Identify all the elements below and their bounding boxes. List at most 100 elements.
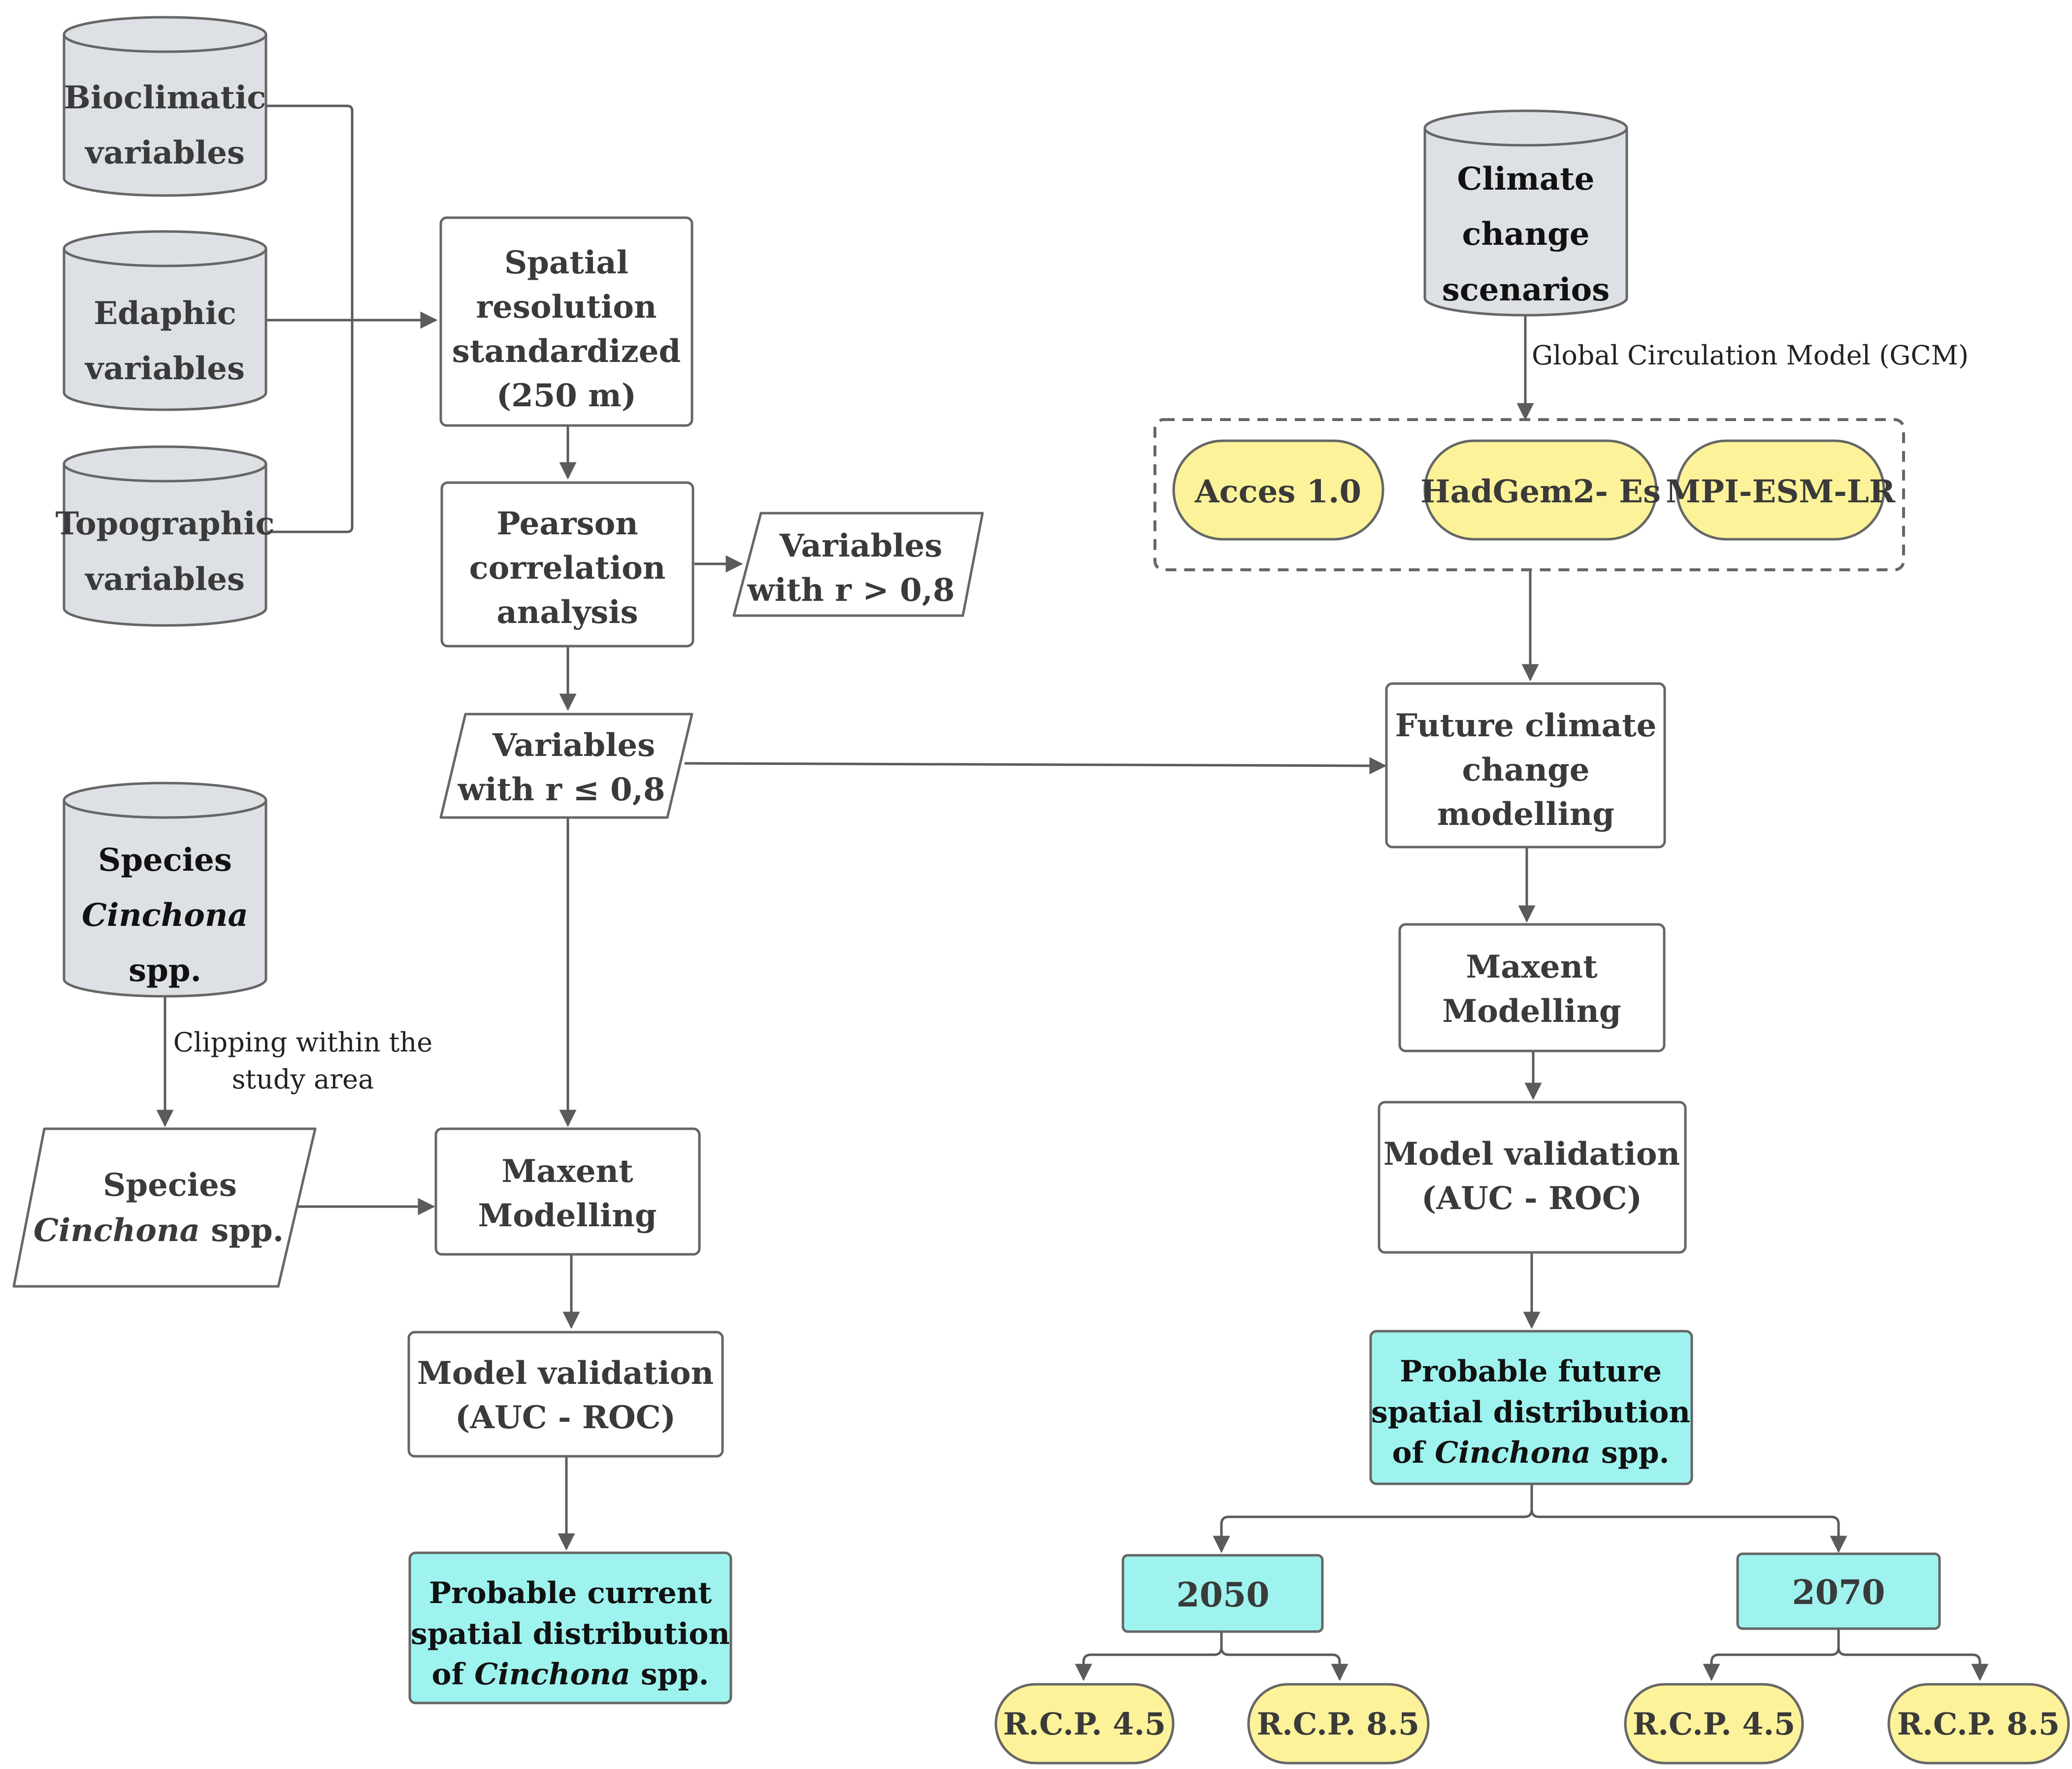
- gcm-label: Global Circulation Model (GCM): [1532, 340, 1969, 371]
- year-2050-label: 2050: [1176, 1575, 1269, 1615]
- bioclimatic-label-1: Bioclimatic: [64, 79, 266, 116]
- climate-line-1: Climate: [1457, 161, 1594, 197]
- pearson-line-3: analysis: [496, 594, 638, 631]
- current-dist-line-2: spatial distribution: [411, 1617, 730, 1651]
- edaphic-database: Edaphic variables: [63, 230, 267, 411]
- future-dist-line-1: Probable future: [1400, 1354, 1662, 1389]
- current-dist-prefix: of: [431, 1657, 474, 1692]
- species-input-line-2: Cinchona spp.: [33, 1212, 284, 1249]
- gcm-pill-mpi: [1676, 439, 1885, 541]
- year-2070-label: 2070: [1792, 1573, 1885, 1612]
- climate-line-3: scenarios: [1442, 271, 1610, 308]
- vars-gt-line-2: with r > 0,8: [747, 572, 954, 609]
- species-input-line-1: Species: [103, 1167, 237, 1204]
- future-dist-genus: Cinchona: [1435, 1436, 1591, 1470]
- clipping-label-1: Clipping within the: [173, 1027, 432, 1058]
- validation-right-box: Model validation (AUC - ROC): [1378, 1101, 1687, 1254]
- future-dist-line-3: of Cinchona spp.: [1392, 1436, 1669, 1470]
- current-distribution-result: Probable current spatial distribution of…: [408, 1551, 732, 1704]
- maxent-right-line-2: Modelling: [1442, 993, 1621, 1030]
- vars-gt-line-1: Variables: [779, 527, 943, 564]
- rcp-2050-45-label: R.C.P. 4.5: [1003, 1706, 1166, 1742]
- rcp-2050-45-pill: [994, 1683, 1175, 1765]
- branch-2050-rcp85: [1220, 1647, 1348, 1681]
- future-modelling-line-1: Future climate: [1395, 707, 1657, 744]
- validation-left-box: Model validation (AUC - ROC): [407, 1331, 724, 1458]
- climate-line-2: change: [1462, 216, 1590, 253]
- branch-to-2050: [1213, 1485, 1533, 1553]
- edaphic-label-2: variables: [84, 350, 245, 387]
- species-input-suffix: spp.: [200, 1212, 284, 1249]
- pearson-box: Pearson correlation analysis: [440, 481, 694, 648]
- maxent-left-line-1: Maxent: [501, 1153, 633, 1190]
- spatial-resolution-line-4: (250 m): [496, 377, 636, 414]
- future-distribution-result: Probable future spatial distribution of …: [1369, 1330, 1693, 1485]
- branch-2070-rcp85: [1837, 1647, 1989, 1681]
- future-dist-suffix: spp.: [1591, 1436, 1669, 1470]
- gcm-group: Acces 1.0 HadGem2- Es MPI-ESM-LR: [1153, 418, 1905, 571]
- rcp-scenarios: R.C.P. 4.5 R.C.P. 8.5 R.C.P. 4.5 R.C.P. …: [994, 1683, 2070, 1765]
- connectors: [156, 104, 1989, 1681]
- topographic-label-1: Topographic: [56, 505, 275, 542]
- species-db-line-3: spp.: [129, 952, 201, 989]
- gcm-hadgem-label: HadGem2- Es: [1420, 473, 1661, 510]
- gcm-mpi-label: MPI-ESM-LR: [1666, 473, 1896, 510]
- year-2070-box: 2070: [1736, 1552, 1941, 1630]
- rcp-2050-85-label: R.C.P. 8.5: [1257, 1706, 1419, 1742]
- maxent-left-line-2: Modelling: [478, 1197, 657, 1234]
- future-dist-line-2: spatial distribution: [1371, 1395, 1690, 1430]
- bioclimatic-label-2: variables: [84, 134, 245, 171]
- validation-left-line-1: Model validation: [417, 1355, 714, 1392]
- gcm-pill-hadgem: [1423, 439, 1658, 541]
- year-2050-box: 2050: [1121, 1554, 1324, 1633]
- spatial-resolution-box: Spatial resolution standardized (250 m): [439, 216, 693, 427]
- clipping-label-2: study area: [232, 1064, 374, 1095]
- validation-right-line-2: (AUC - ROC): [1421, 1180, 1642, 1217]
- gcm-acces-label: Acces 1.0: [1194, 473, 1361, 510]
- species-database: Species Cinchona spp.: [63, 782, 267, 998]
- rcp-2050-85-pill: [1247, 1683, 1430, 1765]
- vars-le-line-2: with r ≤ 0,8: [457, 771, 665, 808]
- spatial-resolution-line-2: resolution: [476, 289, 657, 326]
- future-modelling-line-3: modelling: [1437, 796, 1614, 833]
- rcp-2070-45-pill: [1624, 1683, 1804, 1765]
- validation-right-line-1: Model validation: [1383, 1136, 1680, 1173]
- pearson-line-2: correlation: [469, 550, 666, 587]
- climate-scenarios-database: Climate change scenarios: [1423, 109, 1628, 317]
- rcp-2070-85-pill: [1887, 1683, 2070, 1765]
- branch-2070-rcp45: [1703, 1628, 1840, 1681]
- edaphic-label-1: Edaphic: [94, 295, 236, 332]
- topographic-label-2: variables: [84, 561, 245, 598]
- future-modelling-box: Future climate change modelling: [1385, 682, 1666, 849]
- species-input-data: Species Cinchona spp.: [12, 1127, 317, 1288]
- gcm-pill-acces: [1172, 439, 1384, 541]
- vars-le-line-1: Variables: [492, 727, 656, 764]
- gcm-group-border: [1153, 418, 1905, 571]
- spatial-resolution-line-1: Spatial: [504, 244, 628, 281]
- species-db-line-1: Species: [98, 842, 232, 879]
- maxent-right-box: Maxent Modelling: [1398, 923, 1666, 1052]
- spatial-resolution-line-3: standardized: [452, 333, 681, 370]
- current-dist-suffix: spp.: [630, 1657, 709, 1692]
- vars-le-data: Variables with r ≤ 0,8: [439, 713, 693, 819]
- arrow-to-future-modelling: [684, 757, 1387, 775]
- validation-left-line-2: (AUC - ROC): [455, 1399, 676, 1436]
- topographic-database: Topographic variables: [56, 445, 275, 627]
- future-dist-prefix: of: [1392, 1436, 1435, 1470]
- species-input-genus: Cinchona: [33, 1212, 200, 1249]
- maxent-left-box: Maxent Modelling: [434, 1127, 701, 1256]
- species-db-line-2: Cinchona: [82, 897, 248, 934]
- current-dist-line-3: of Cinchona spp.: [431, 1657, 709, 1692]
- maxent-right-line-1: Maxent: [1466, 949, 1598, 985]
- rcp-2070-85-label: R.C.P. 8.5: [1897, 1706, 2060, 1742]
- pearson-line-1: Pearson: [496, 505, 638, 542]
- vars-gt-data: Variables with r > 0,8: [732, 512, 984, 617]
- rcp-2070-45-label: R.C.P. 4.5: [1633, 1706, 1795, 1742]
- current-dist-genus: Cinchona: [474, 1657, 630, 1692]
- branch-2050-rcp45: [1075, 1630, 1223, 1681]
- future-modelling-line-2: change: [1462, 752, 1590, 788]
- current-dist-line-1: Probable current: [429, 1576, 712, 1610]
- branch-to-2070: [1530, 1509, 1847, 1553]
- bioclimatic-database: Bioclimatic variables: [63, 16, 267, 197]
